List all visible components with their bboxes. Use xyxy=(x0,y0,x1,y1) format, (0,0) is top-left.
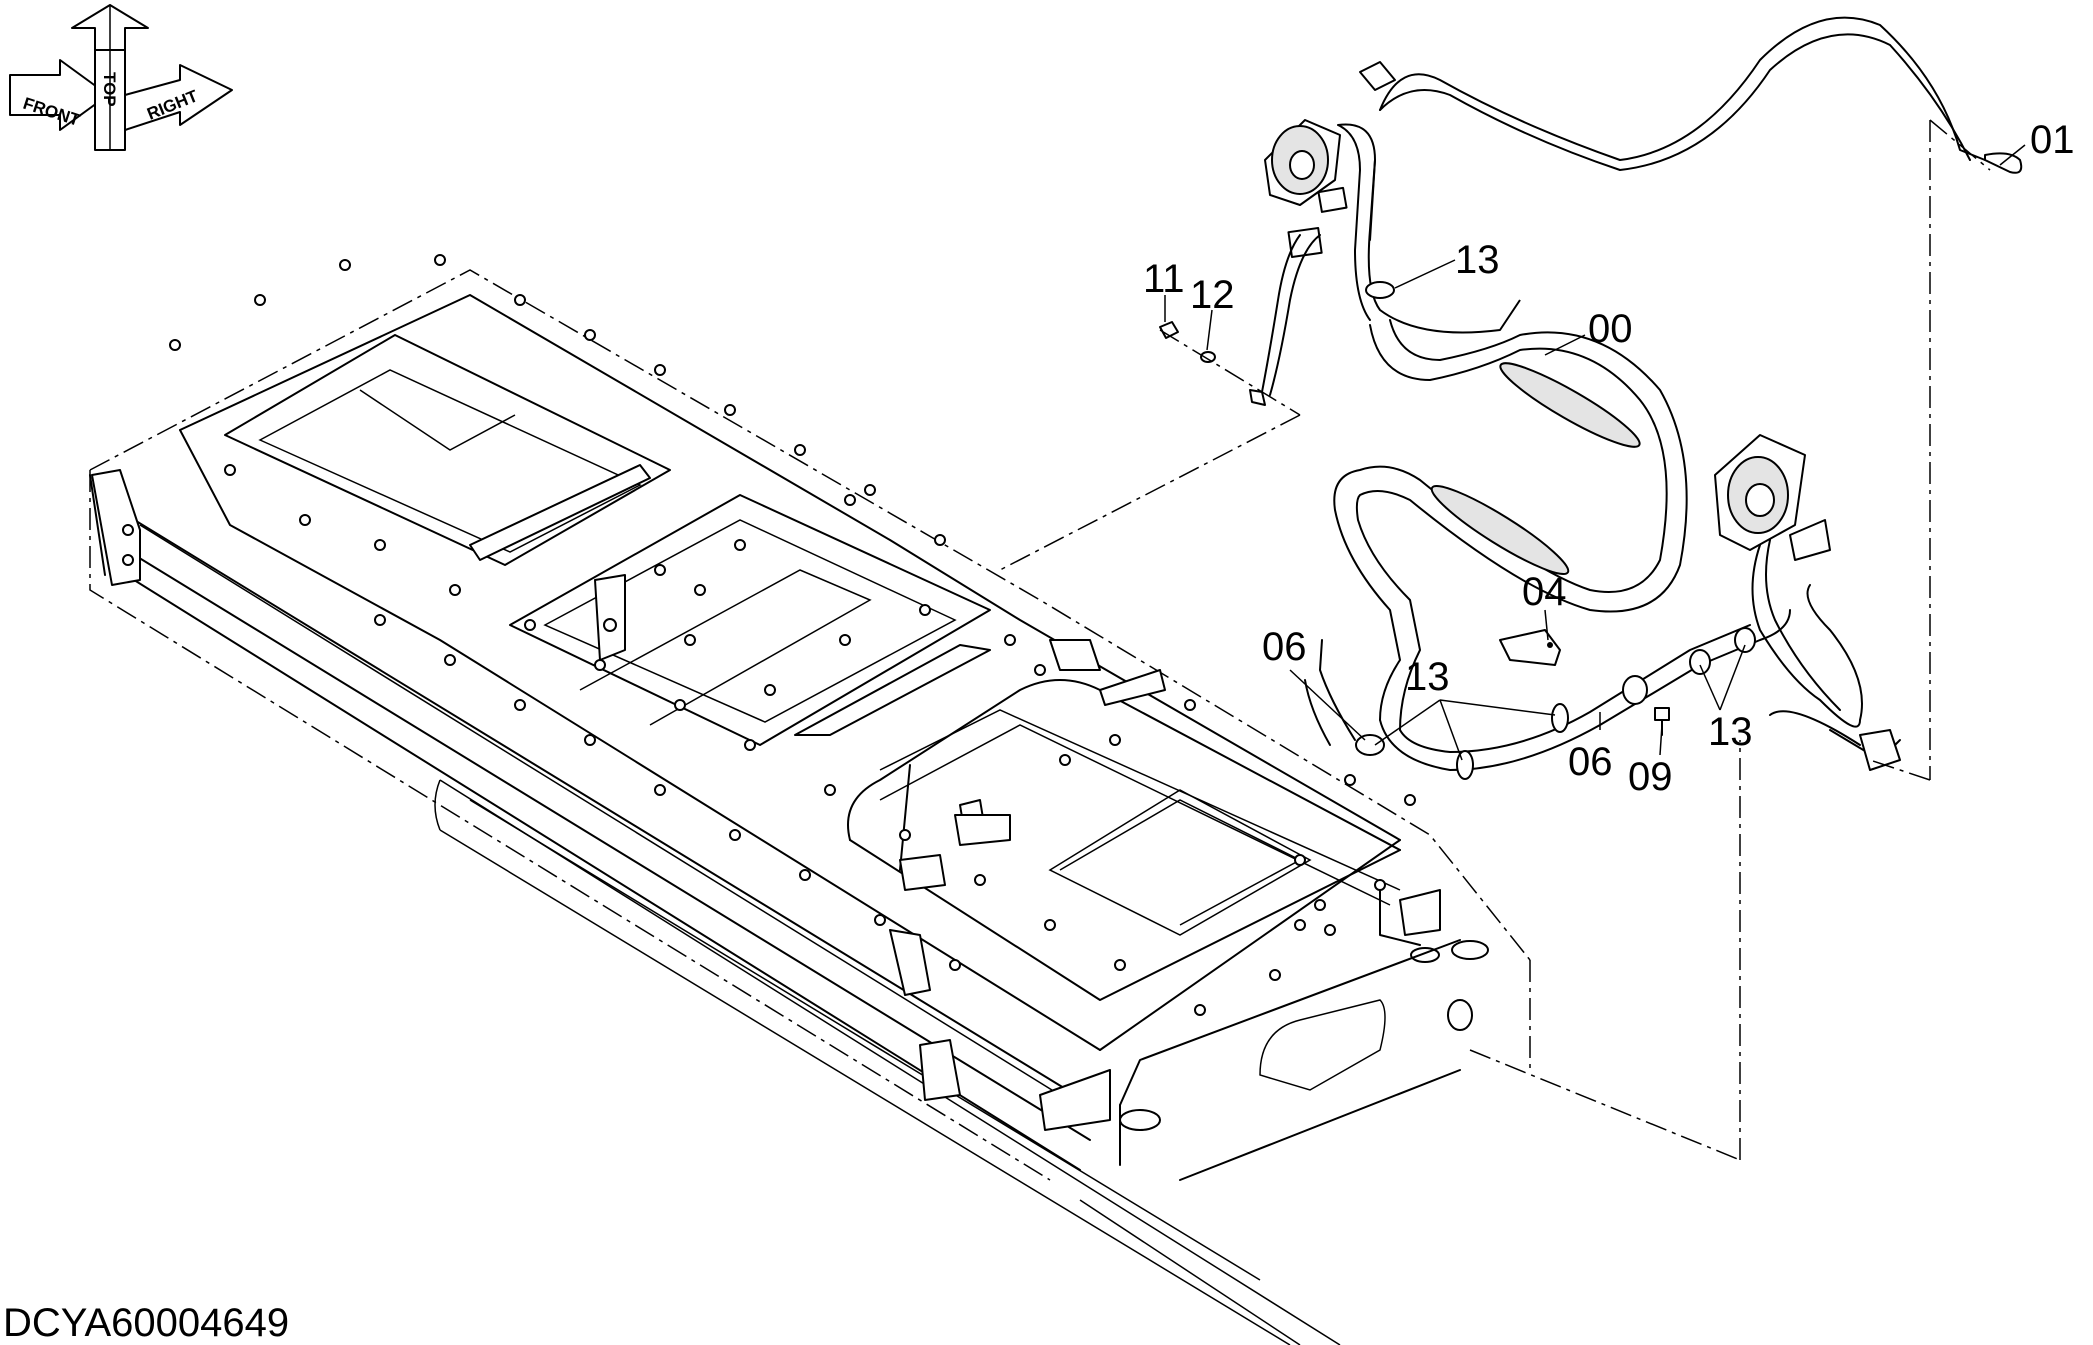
frame-bolt xyxy=(514,699,526,711)
frame-bolt xyxy=(524,619,536,631)
callout-04: 04 xyxy=(1522,570,1567,614)
frame-bolt xyxy=(799,869,811,881)
frame-bolt xyxy=(974,874,986,886)
frame-bolt xyxy=(844,494,856,506)
frame-bolt xyxy=(1404,794,1416,806)
frame-bolt xyxy=(654,784,666,796)
frame-bolt xyxy=(254,294,266,306)
frame-bolt xyxy=(1059,754,1071,766)
frame-bolt xyxy=(949,959,961,971)
callout-00: 00 xyxy=(1588,307,1633,351)
orientation-top-label: TOP xyxy=(100,72,119,107)
callout-13-right: 13 xyxy=(1708,710,1753,754)
frame-bolt xyxy=(374,539,386,551)
leader-lines xyxy=(1164,144,2026,761)
frame-bolt xyxy=(434,254,446,266)
callout-13-middle: 13 xyxy=(1405,655,1450,699)
frame-bolts xyxy=(169,254,1416,1016)
frame-bolt xyxy=(744,739,756,751)
frame-bolt xyxy=(374,614,386,626)
frame-bolt xyxy=(1294,854,1306,866)
harness-assembly xyxy=(1159,16,2023,780)
frame-bolt xyxy=(1194,1004,1206,1016)
frame-bolt xyxy=(444,654,456,666)
callout-06-right: 06 xyxy=(1568,740,1613,784)
orientation-icon: FRONT TOP RIGHT xyxy=(9,4,233,151)
frame-bolt xyxy=(1374,879,1386,891)
frame-bolt xyxy=(1034,664,1046,676)
frame-bolt xyxy=(654,364,666,376)
frame-bolt xyxy=(584,734,596,746)
washer-12 xyxy=(1200,351,1216,363)
cab-frame xyxy=(89,269,1531,1345)
bolt-09 xyxy=(1654,707,1670,736)
nut-11 xyxy=(1159,321,1179,339)
frame-bolt xyxy=(584,329,596,341)
frame-bolt xyxy=(839,634,851,646)
frame-bolt xyxy=(764,684,776,696)
right-speaker xyxy=(1714,434,1901,771)
callout-06-left: 06 xyxy=(1262,625,1307,669)
frame-bolt xyxy=(514,294,526,306)
frame-bolt xyxy=(594,659,606,671)
frame-bolt xyxy=(864,484,876,496)
frame-bolt xyxy=(1269,969,1281,981)
ground-stud xyxy=(1249,389,1266,406)
part-callouts: 01 00 13 11 12 04 06 13 06 09 13 xyxy=(1143,118,2075,799)
frame-bolt xyxy=(449,584,461,596)
callout-11: 11 xyxy=(1143,257,1185,301)
drawing-number: DCYA60004649 xyxy=(3,1301,289,1345)
frame-bolt xyxy=(1294,919,1306,931)
frame-bolt xyxy=(674,699,686,711)
frame-bolt xyxy=(694,584,706,596)
frame-bolt xyxy=(934,534,946,546)
frame-bolt xyxy=(724,404,736,416)
frame-bolt xyxy=(654,564,666,576)
frame-bolt xyxy=(1314,899,1326,911)
frame-bolt xyxy=(794,444,806,456)
frame-bolt xyxy=(169,339,181,351)
frame-bolt xyxy=(224,464,236,476)
frame-bolt xyxy=(1044,919,1056,931)
frame-bolt xyxy=(339,259,351,271)
frame-bolt xyxy=(824,784,836,796)
frame-bolt xyxy=(1109,734,1121,746)
frame-bolt xyxy=(1004,634,1016,646)
bracket-04 xyxy=(1499,629,1561,666)
frame-bolt xyxy=(899,829,911,841)
frame-bolt xyxy=(1324,924,1336,936)
callout-12: 12 xyxy=(1190,273,1235,317)
frame-bolt xyxy=(299,514,311,526)
frame-bolt xyxy=(684,634,696,646)
callout-09: 09 xyxy=(1628,755,1673,799)
frame-bolt xyxy=(1184,699,1196,711)
callout-01: 01 xyxy=(2030,118,2075,162)
frame-bolt xyxy=(729,829,741,841)
frame-bolt xyxy=(1344,774,1356,786)
frame-bolt xyxy=(919,604,931,616)
frame-bolt xyxy=(874,914,886,926)
callout-13-top: 13 xyxy=(1455,238,1500,282)
frame-bolt xyxy=(734,539,746,551)
frame-bolt xyxy=(1114,959,1126,971)
left-speaker xyxy=(1264,119,1348,258)
assembly-lines xyxy=(999,119,1991,1161)
